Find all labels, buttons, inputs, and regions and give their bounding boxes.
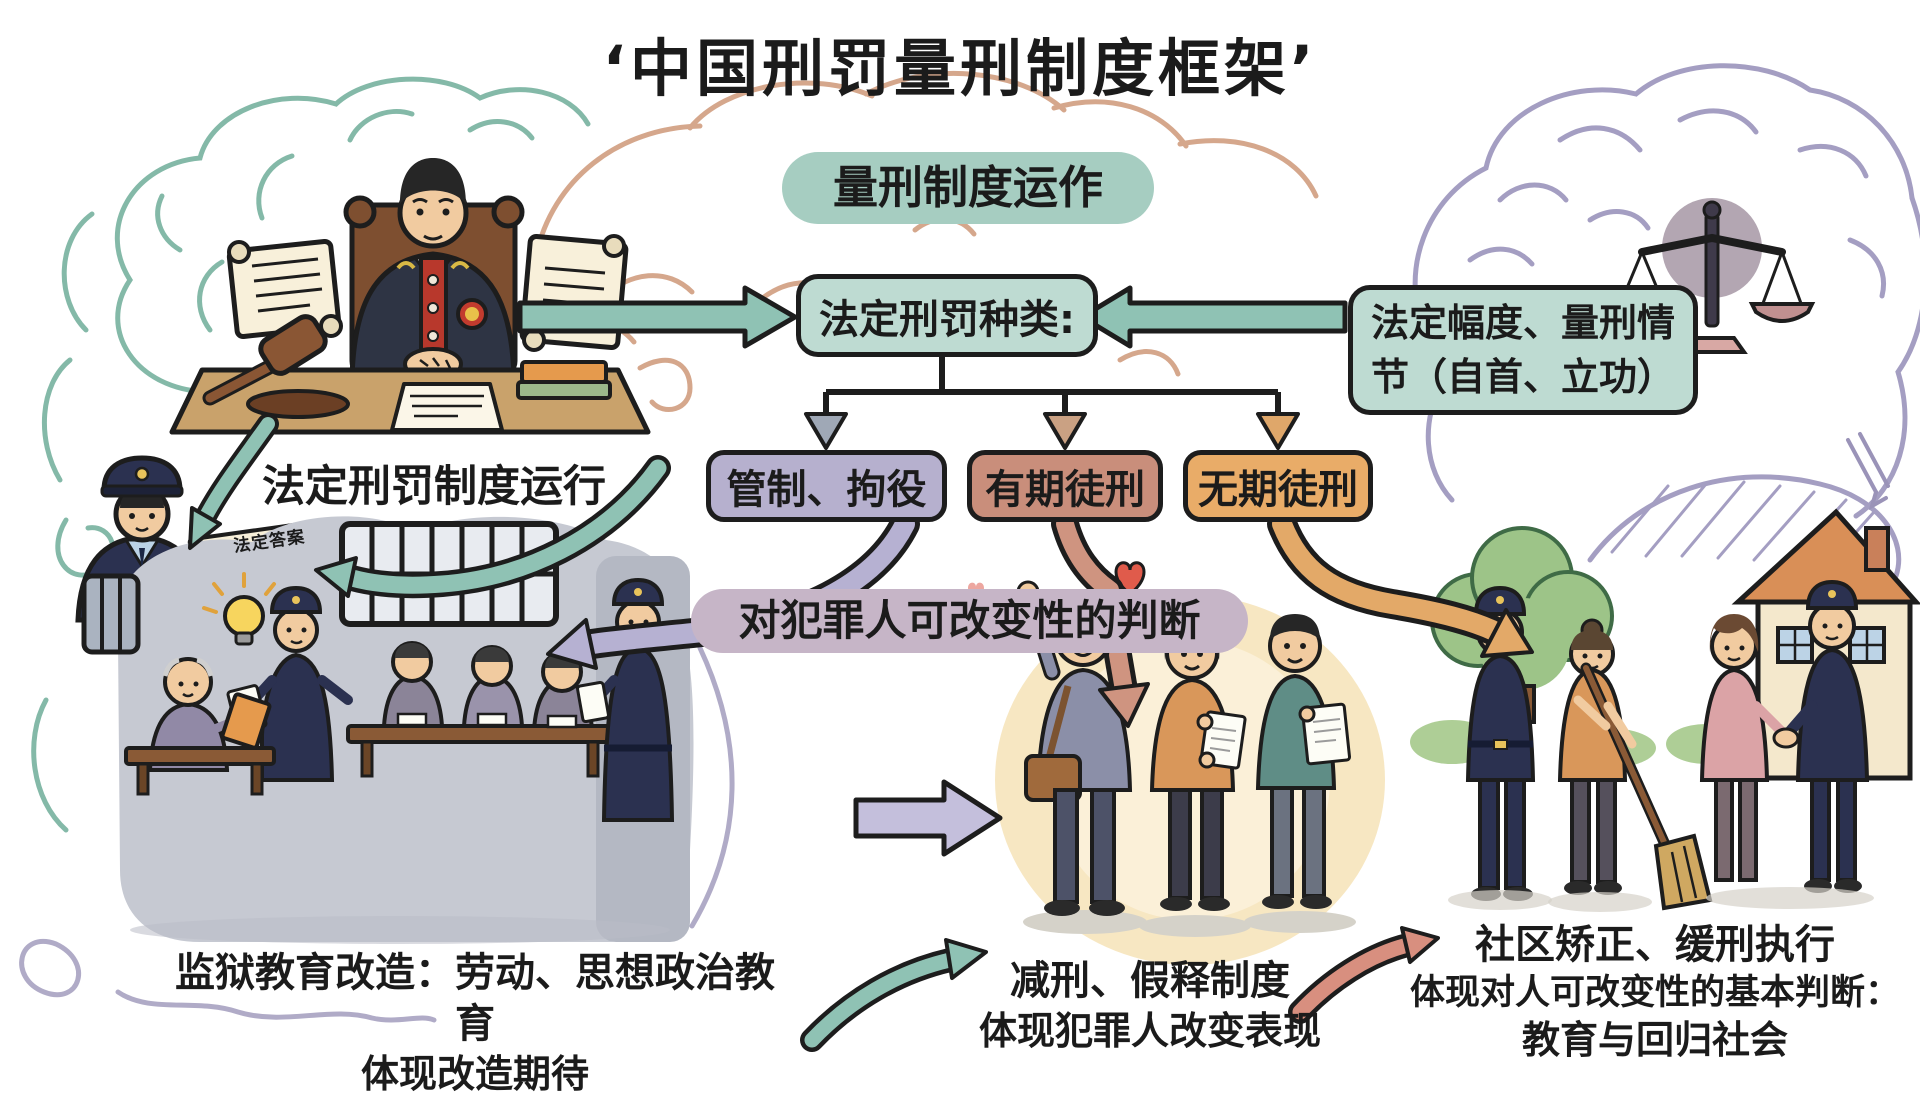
infographic-canvas: ‘中国刑罚量刑制度框架’ 量刑制度运作 法定刑罚种类: 法定幅度、量刑情 节（自… [19,32,1920,1096]
scales-of-justice-icon [1608,198,1816,354]
community-scene-illustration [1410,508,1920,912]
arrow-wuqi-to-community [1267,509,1534,658]
operation-badge: 量刑制度运作 [782,152,1154,224]
brain-doodle-left [31,76,591,833]
arrow-to-officer [188,413,279,550]
judgment-pill: 对犯罪人可改变性的判断 [691,589,1248,653]
community-sweeper [1557,618,1713,911]
statutory-range-box: 法定幅度、量刑情 节（自首、立功） [1348,285,1698,415]
connector-tree [823,347,1281,416]
prisoner-reading [124,657,276,796]
released-man-certificate [1255,614,1352,909]
arrow-to-release-caption [800,938,988,1052]
prison-scene-illustration [81,516,694,944]
arrow-judge-to-types [517,285,798,349]
judge-illustration [169,158,651,435]
arrow-to-document [314,455,671,599]
punishment-box-control-detention: 管制、拘役 [706,450,947,522]
punishment-box-life: 无期徒刑 [1183,450,1373,522]
statutory-types-box: 法定刑罚种类: [796,274,1098,357]
prison-caption: 监狱教育改造：劳动、思想政治教育 体现改造期待 [170,948,780,1099]
tree-arrowhead-left [804,412,848,450]
pen-doodle-icon [1846,432,1890,511]
page-title: ‘中国刑罚量刑制度框架’ [602,32,1318,105]
community-caption-line1: 社区矫正、缓刑执行 [1475,922,1835,968]
tree-arrowhead-right [1256,412,1300,450]
community-handshake [1699,579,1870,893]
illustration-layer [19,63,1920,1052]
community-caption: 社区矫正、缓刑执行 体现对人可改变性的基本判断： 教育与回归社会 [1400,920,1910,1065]
arrow-youqi-to-judgment [1051,510,1150,728]
punishment-box-fixed-term: 有期徒刑 [967,450,1163,522]
bottom-left-doodle [19,645,735,1023]
community-caption-line2: 体现对人可改变性的基本判断： [1409,973,1900,1014]
arrow-to-community-caption [1288,926,1440,1024]
release-caption: 减刑、假释制度 体现犯罪人改变表现 [950,956,1350,1056]
books-icon [516,360,612,400]
prison-caption-line1: 监狱教育改造：劳动、思想政治教育 [175,950,775,1048]
arrow-prison-to-people [853,779,1003,857]
statutory-range-line1: 法定幅度、量刑情 [1370,301,1675,345]
broom-icon [1580,662,1713,911]
statutory-range-line2: 节（自首、立功） [1370,355,1675,399]
release-caption-line1: 减刑、假释制度 [1010,958,1290,1004]
tree-arrowhead-middle [1043,412,1087,450]
left-flow-label: 法定刑罚制度运行 [262,462,606,512]
release-caption-line2: 体现犯罪人改变表现 [978,1009,1321,1054]
prison-caption-line2: 体现改造期待 [360,1052,589,1097]
gavel-icon [202,314,350,419]
prison-guard-left [226,585,353,782]
small-window-icon [81,573,141,655]
arrow-range-to-types [1079,285,1348,349]
scroll-icon-left [226,238,343,340]
community-caption-line3: 教育与回归社会 [1521,1017,1788,1062]
